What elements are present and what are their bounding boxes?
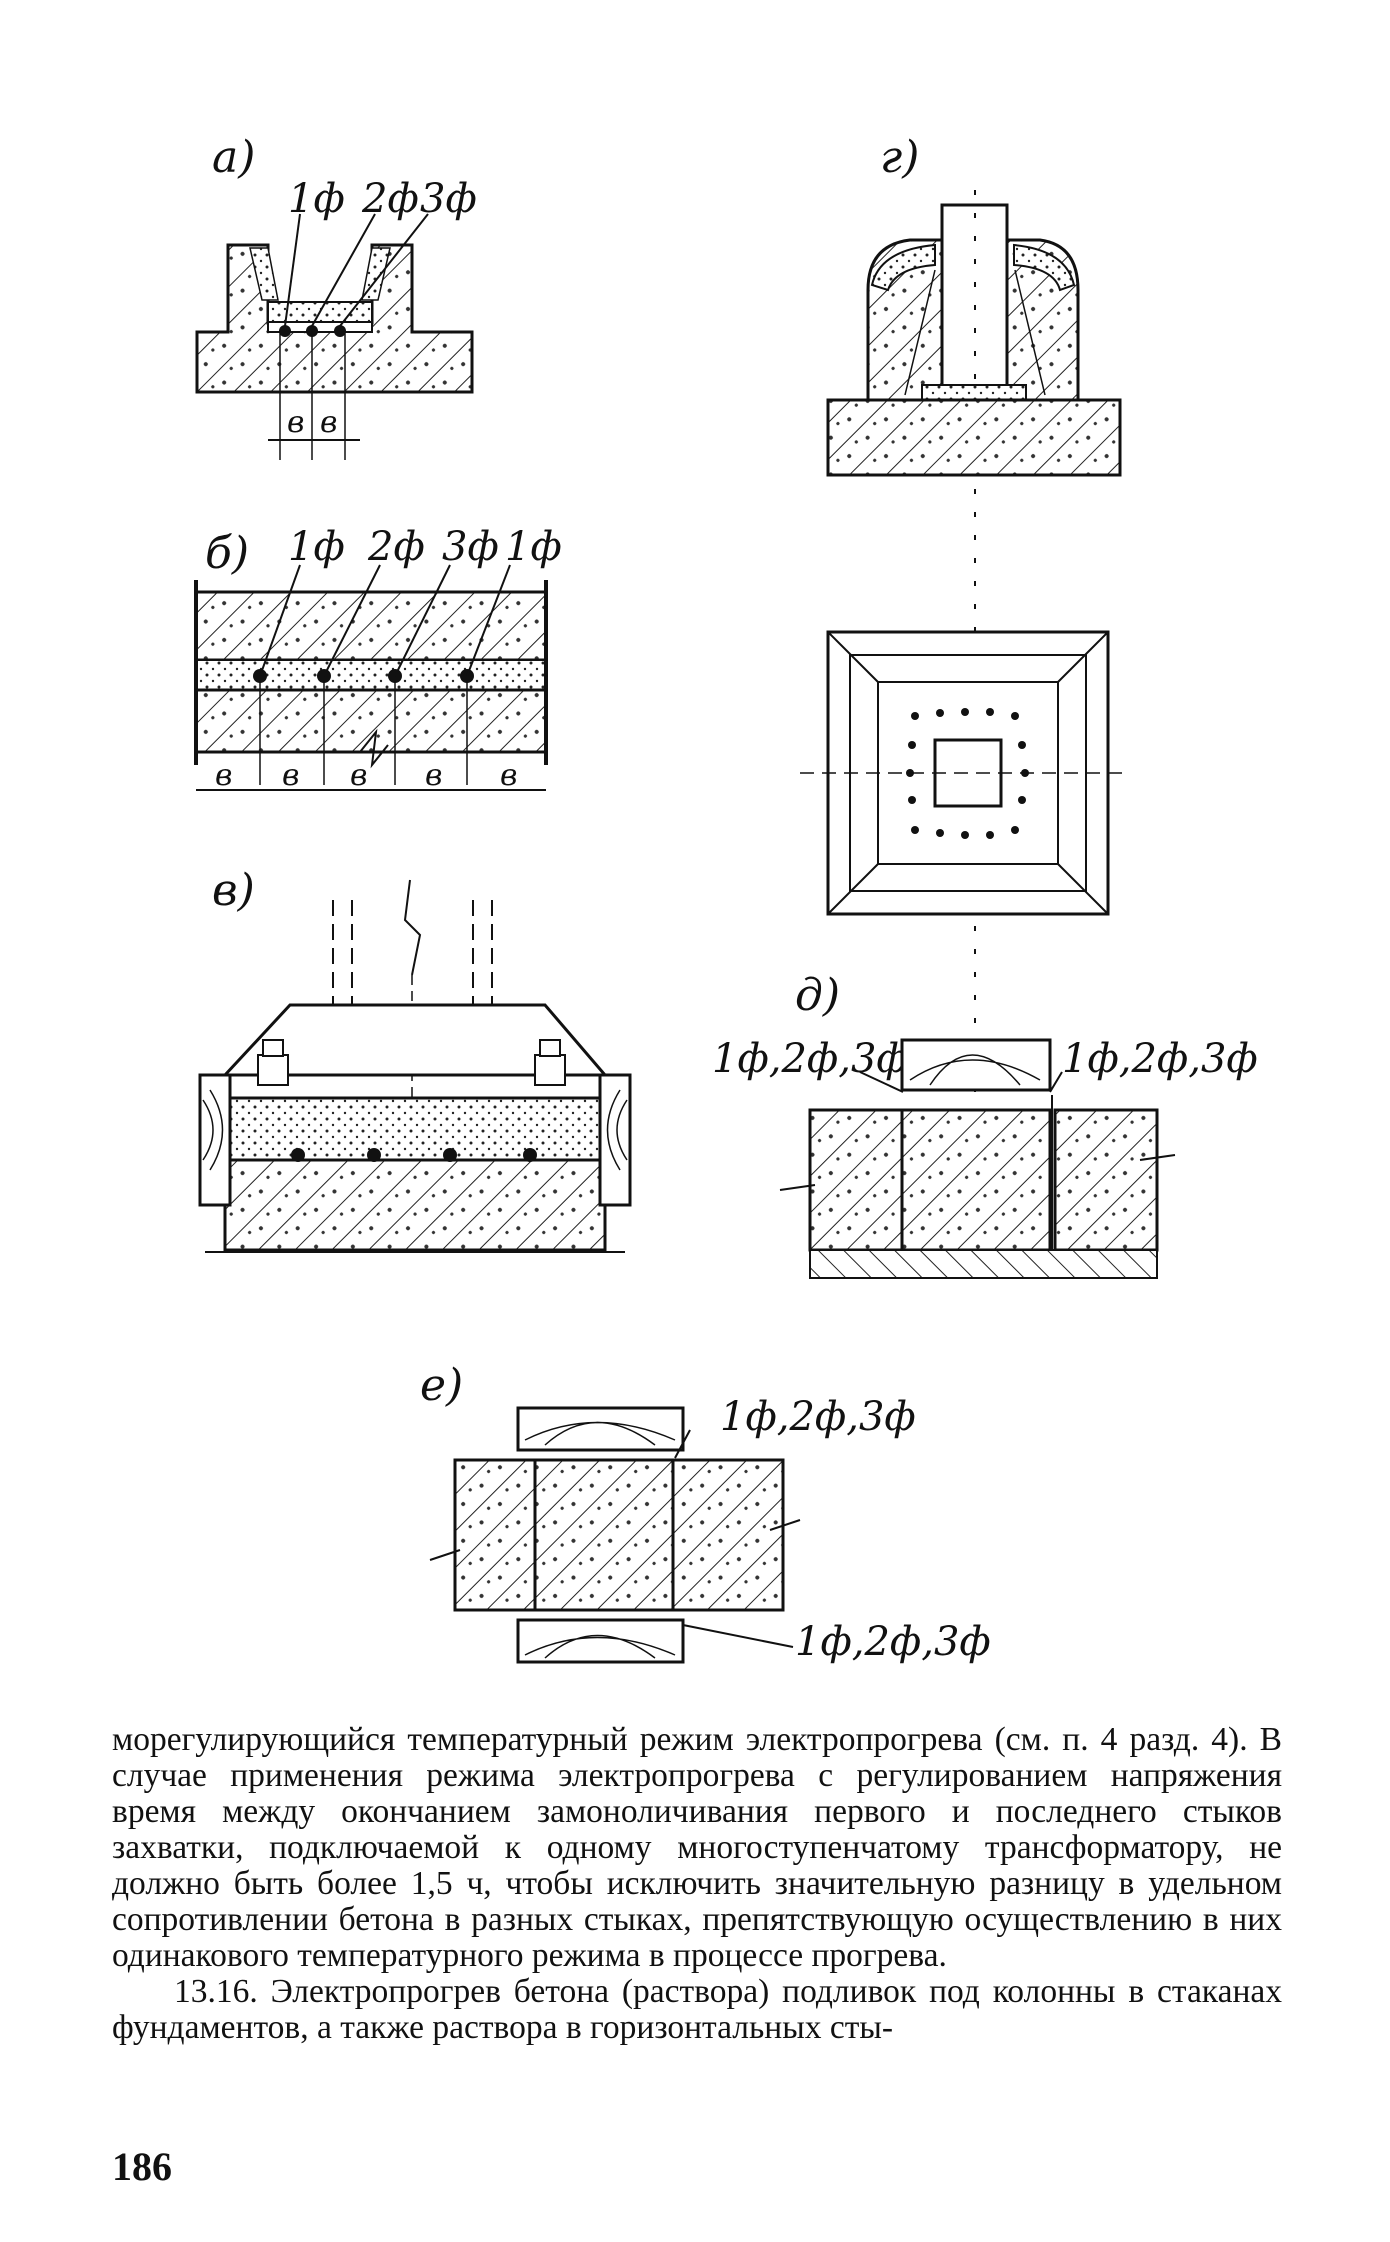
figure-g: г) xyxy=(826,132,1122,1150)
dimension-label: в xyxy=(500,758,517,793)
figure-b: б) 1ф 2ф 3ф 1ф в в в в в xyxy=(194,524,562,793)
label-e: е) xyxy=(420,1360,463,1411)
phase-1-label: 1ф xyxy=(288,176,345,222)
figure-d: д) 1ф,2ф,3ф 1ф,2ф,3ф xyxy=(712,970,1258,1279)
figure-a: а) 1ф 2ф 3ф в в xyxy=(195,132,477,460)
dimension-label: в xyxy=(350,758,367,793)
figure-drawings: а) 1ф 2ф 3ф в в б) 1ф 2ф 3ф 1ф xyxy=(194,132,1258,1665)
phase-3-label: 3ф xyxy=(442,524,499,570)
phase-3-label: 3ф xyxy=(420,176,477,222)
phase-123-label: 1ф,2ф,3ф xyxy=(720,1394,916,1440)
phase-1-label: 1ф xyxy=(505,524,562,570)
paragraph: 13.16. Электропрогрев бетона (раствора) … xyxy=(112,1973,1282,2046)
label-a: а) xyxy=(212,132,255,183)
phase-123-label: 1ф,2ф,3ф xyxy=(1062,1036,1258,1082)
figure-e: е) 1ф,2ф,3ф 1ф,2ф,3ф xyxy=(420,1360,991,1665)
label-d: д) xyxy=(795,970,840,1021)
phase-1-label: 1ф xyxy=(288,524,345,570)
dimension-label: в xyxy=(320,405,337,440)
body-text: морегулирующийся температурный режим эле… xyxy=(112,1722,1282,2046)
label-v: в) xyxy=(212,865,255,916)
paragraph: морегулирующийся температурный режим эле… xyxy=(112,1721,1282,1974)
phase-123-label: 1ф,2ф,3ф xyxy=(712,1036,908,1082)
phase-2-label: 2ф xyxy=(361,176,419,222)
phase-123-label: 1ф,2ф,3ф xyxy=(795,1619,991,1665)
label-b: б) xyxy=(205,528,249,579)
dimension-label: в xyxy=(425,758,442,793)
page-number: 186 xyxy=(112,2144,172,2189)
phase-2-label: 2ф xyxy=(367,524,425,570)
figure-g-plan xyxy=(800,630,1130,916)
label-g: г) xyxy=(880,132,919,183)
figure-v: в) xyxy=(198,865,632,1253)
dimension-label: в xyxy=(282,758,299,793)
dimension-label: в xyxy=(287,405,304,440)
dimension-label: в xyxy=(215,758,232,793)
